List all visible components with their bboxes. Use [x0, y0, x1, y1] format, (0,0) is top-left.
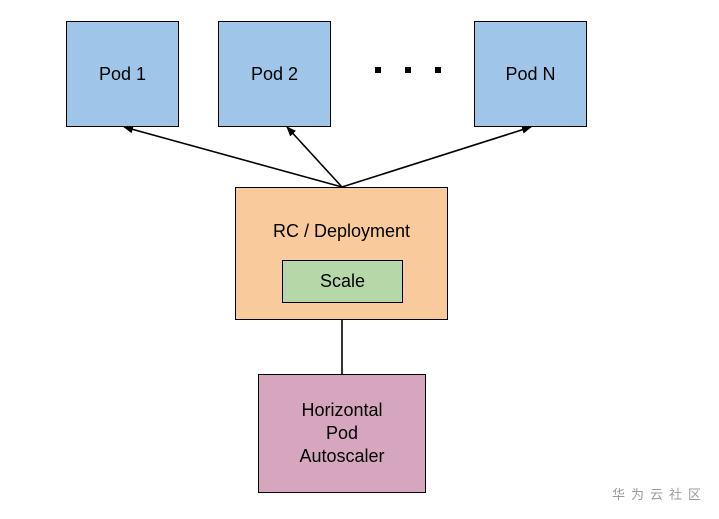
arrow-rc-to-pod2	[286, 126, 343, 188]
pod-n-label: Pod N	[505, 63, 556, 84]
pod-1-label: Pod 1	[98, 63, 147, 84]
pod-1-box: Pod 1	[66, 21, 179, 127]
arrow-rc-to-podn	[341, 125, 532, 188]
autoscaler-label-line-3: Autoscaler	[299, 446, 385, 466]
ellipsis-dot	[405, 67, 411, 73]
autoscaler-label-line-1: Horizontal	[301, 400, 383, 420]
rc-deployment-box: RC / Deployment Scale	[235, 187, 448, 320]
autoscaler-label-line-2: Pod	[325, 423, 359, 443]
pod-2-box: Pod 2	[218, 21, 331, 127]
ellipsis-dot	[375, 67, 381, 73]
scale-label: Scale	[319, 271, 366, 291]
pod-n-box: Pod N	[474, 21, 587, 127]
horizontal-pod-autoscaler-box: Horizontal Pod Autoscaler	[258, 374, 426, 493]
ellipsis-icon	[375, 60, 441, 80]
ellipsis-dot	[435, 67, 441, 73]
scale-box: Scale	[282, 260, 403, 303]
arrow-rc-to-pod1	[123, 125, 343, 188]
watermark: 华为云社区	[611, 488, 707, 503]
rc-deployment-label: RC / Deployment	[272, 221, 411, 241]
pod-2-label: Pod 2	[250, 63, 299, 84]
